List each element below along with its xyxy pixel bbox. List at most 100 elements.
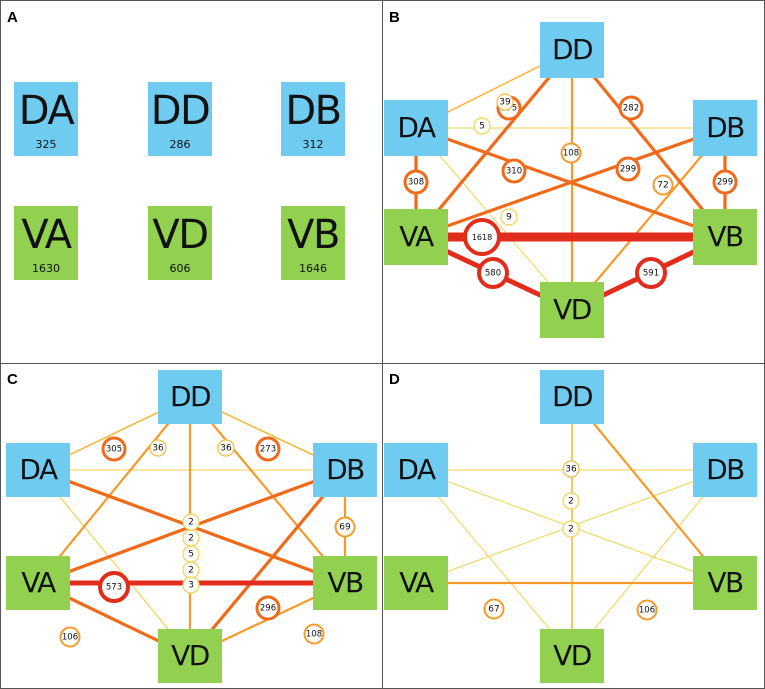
node-name: VB — [707, 220, 743, 253]
node-count: 1630 — [32, 262, 60, 275]
edge-weight-label: 591 — [643, 269, 659, 279]
edge-dd-vb — [188, 395, 347, 585]
node-box-vb — [693, 209, 757, 265]
edge-dd-vb — [570, 48, 727, 239]
node-box-db — [693, 100, 757, 156]
node-db: DB — [693, 100, 757, 156]
edge-weight-badge: 305 — [101, 436, 127, 462]
node-box-va — [384, 209, 448, 265]
edge-weight-circle — [182, 576, 200, 594]
node-name: DB — [706, 111, 744, 144]
node-dd: DD — [540, 22, 604, 78]
edge-weight-badge: 2 — [182, 513, 200, 531]
edge-weight-circle — [496, 93, 514, 111]
node-da: DA — [384, 100, 448, 156]
edge-weight-circle — [562, 520, 580, 538]
node-box-vd — [148, 206, 212, 280]
node-dd: DD — [158, 370, 222, 424]
edge-weight-label: 36 — [152, 444, 164, 454]
edge-weight-label: 5 — [479, 122, 485, 132]
edge-weight-label: 36 — [220, 444, 232, 454]
edge-weight-badge: 69 — [334, 516, 356, 538]
node-name: DA — [397, 453, 436, 486]
edge-weight-badge: 5 — [182, 545, 200, 563]
edge-weight-label: 3 — [188, 581, 194, 591]
node-va: VA 1630 — [14, 206, 78, 280]
node-box-vb — [313, 556, 377, 610]
edge-weight-badge: 9 — [500, 208, 518, 226]
node-name: DD — [170, 380, 210, 413]
edge-weight-circle — [712, 169, 738, 195]
edge-weight-label: 2 — [568, 525, 574, 535]
node-box-da — [6, 443, 70, 497]
panel-d-label: D — [389, 371, 400, 388]
edge-weight-circle — [562, 492, 580, 510]
node-count: 325 — [36, 138, 57, 151]
edge-weight-label: 299 — [717, 178, 733, 188]
edge-weight-circle — [562, 460, 580, 478]
node-box-vd — [540, 282, 604, 338]
edge-da-vd — [37, 469, 191, 657]
edge-weight-label: 305 — [106, 445, 122, 455]
edge-weight-circle — [615, 156, 641, 182]
panel-b: 3082992752823951083102997291618580591DDD… — [384, 22, 757, 338]
edge-weight-label: 2 — [188, 566, 194, 576]
node-name: DA — [19, 453, 58, 486]
edge-weight-circle — [101, 436, 127, 462]
edge-weight-circle — [59, 626, 81, 648]
edge-weight-badge: 2 — [562, 492, 580, 510]
node-count: 606 — [170, 262, 191, 275]
edge-weight-circle — [618, 95, 644, 121]
edge-weight-circle — [255, 436, 281, 462]
node-va: VA — [6, 556, 70, 610]
node-vd: VD — [158, 629, 222, 683]
node-db: DB — [313, 443, 377, 497]
node-count: 312 — [303, 138, 324, 151]
node-box-vd — [158, 629, 222, 683]
node-box-va — [14, 206, 78, 280]
node-box-va — [6, 556, 70, 610]
edge-dd-va — [36, 395, 192, 585]
node-vd: VD — [540, 282, 604, 338]
edge-weight-label: 2 — [188, 518, 194, 528]
edge-weight-badge: 36 — [562, 460, 580, 478]
edge-weight-badge: 1618 — [463, 218, 501, 256]
edge-weight-label: 9 — [506, 213, 512, 223]
edge-weight-circle — [334, 516, 356, 538]
node-box-vb — [693, 556, 757, 610]
edge-weight-circle — [636, 599, 658, 621]
edge-weight-circle — [501, 158, 527, 184]
edge-weight-badge: 36 — [217, 439, 235, 457]
node-dd: DD — [540, 370, 604, 424]
node-name: VA — [21, 212, 72, 258]
edge-weight-label: 310 — [506, 167, 522, 177]
edge-weight-circle — [149, 439, 167, 457]
edge-weight-badge: 299 — [712, 169, 738, 195]
node-name: VD — [171, 639, 209, 672]
node-box-dd — [148, 82, 212, 156]
edge-weight-badge: 580 — [477, 257, 509, 289]
node-box-vb — [281, 206, 345, 280]
edge-weight-badge: 308 — [403, 169, 429, 195]
node-name: DD — [151, 88, 210, 134]
node-va: VA — [384, 556, 448, 610]
node-box-va — [384, 556, 448, 610]
edge-weight-label: 580 — [485, 269, 501, 279]
node-da: DA — [6, 443, 70, 497]
node-box-dd — [540, 22, 604, 78]
node-da: DA — [384, 443, 448, 497]
edge-weight-circle — [500, 208, 518, 226]
edge-weight-badge: 3 — [182, 576, 200, 594]
node-box-db — [313, 443, 377, 497]
node-name: DB — [285, 88, 340, 134]
node-name: VB — [327, 566, 363, 599]
edge-weight-circle — [652, 174, 674, 196]
edge-weight-badge: 108 — [560, 142, 582, 164]
